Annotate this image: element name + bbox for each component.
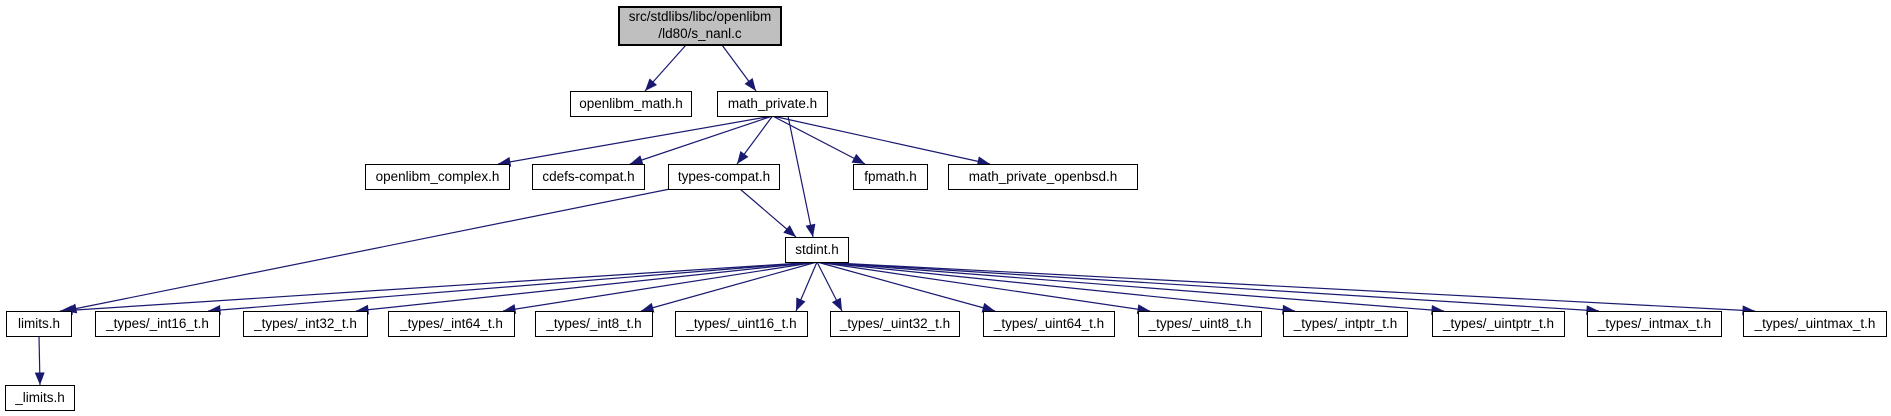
include-edge-types-compat-h-to-stdint-h bbox=[739, 188, 797, 238]
graph-node-types-int64-t-h[interactable]: _types/_int64_t.h bbox=[388, 311, 515, 337]
graph-node-fpmath-h[interactable]: fpmath.h bbox=[853, 164, 928, 190]
include-edge-stdint-h-to-types-int32-t-h bbox=[355, 261, 818, 315]
graph-node-types-int8-t-h[interactable]: _types/_int8_t.h bbox=[535, 311, 653, 337]
include-edge-stdint-h-to-limits-h bbox=[59, 261, 818, 316]
include-edge-stdint-h-to-types-uint64-t-h bbox=[816, 261, 996, 313]
include-edge-stdint-h-to-types-uintptr-t-h bbox=[816, 261, 1445, 316]
graph-node-types-uint8-t-h[interactable]: _types/_uint8_t.h bbox=[1138, 311, 1262, 337]
graph-node-openlibm-math-h[interactable]: openlibm_math.h bbox=[570, 91, 692, 117]
include-edge-stdint-h-to-types-int16-t-h bbox=[207, 261, 818, 315]
include-edge-math-private-h-to-openlibm-complex-h bbox=[497, 115, 773, 167]
graph-node-types-uintmax-t-h[interactable]: _types/_uintmax_t.h bbox=[1743, 311, 1887, 337]
include-edge-math-private-h-to-cdefs-compat-h bbox=[629, 115, 773, 165]
include-edge-stdint-h-to-types-int64-t-h bbox=[502, 261, 818, 315]
graph-node-types-uint32-t-h[interactable]: _types/_uint32_t.h bbox=[830, 311, 960, 337]
graph-node-types-intptr-t-h[interactable]: _types/_intptr_t.h bbox=[1283, 311, 1408, 337]
graph-node-limits2-h[interactable]: _limits.h bbox=[5, 385, 75, 411]
include-edge-math-private-h-to-math-private-openbsd-h bbox=[772, 115, 991, 167]
include-edge-s-nanl-c-to-math-private-h bbox=[721, 44, 757, 92]
include-edge-stdint-h-to-types-uint32-t-h bbox=[816, 261, 843, 312]
include-edge-stdint-h-to-types-uintmax-t-h bbox=[816, 261, 1756, 316]
include-edge-math-private-h-to-stdint-h bbox=[787, 115, 816, 238]
graph-node-math-private-openbsd-h[interactable]: math_private_openbsd.h bbox=[948, 164, 1138, 190]
include-edge-stdint-h-to-types-uint16-t-h bbox=[795, 261, 818, 312]
graph-node-types-int16-t-h[interactable]: _types/_int16_t.h bbox=[95, 311, 220, 337]
include-edge-stdint-h-to-types-intmax-t-h bbox=[816, 261, 1600, 316]
graph-node-cdefs-compat-h[interactable]: cdefs-compat.h bbox=[532, 164, 645, 190]
include-edge-limits-h-to-limits2-h bbox=[34, 335, 45, 386]
graph-node-types-compat-h[interactable]: types-compat.h bbox=[668, 164, 780, 190]
graph-node-types-uint16-t-h[interactable]: _types/_uint16_t.h bbox=[675, 311, 808, 337]
graph-node-types-uintptr-t-h[interactable]: _types/_uintptr_t.h bbox=[1432, 311, 1565, 337]
graph-node-stdint-h[interactable]: stdint.h bbox=[785, 237, 849, 263]
graph-node-types-int32-t-h[interactable]: _types/_int32_t.h bbox=[243, 311, 368, 337]
graph-node-math-private-h[interactable]: math_private.h bbox=[717, 91, 828, 117]
include-edge-stdint-h-to-types-intptr-t-h bbox=[816, 261, 1296, 315]
graph-node-s-nanl-c: src/stdlibs/libc/openlibm /ld80/s_nanl.c bbox=[618, 6, 782, 46]
include-edge-stdint-h-to-types-uint8-t-h bbox=[816, 261, 1151, 315]
include-edge-types-compat-h-to-limits-h bbox=[63, 188, 671, 314]
graph-node-openlibm-complex-h[interactable]: openlibm_complex.h bbox=[365, 164, 510, 190]
include-edge-s-nanl-c-to-openlibm-math-h bbox=[644, 44, 687, 92]
graph-node-types-uint64-t-h[interactable]: _types/_uint64_t.h bbox=[983, 311, 1115, 337]
graph-node-limits-h[interactable]: limits.h bbox=[6, 311, 72, 337]
include-edge-stdint-h-to-types-int8-t-h bbox=[640, 261, 818, 313]
graph-node-types-intmax-t-h[interactable]: _types/_intmax_t.h bbox=[1587, 311, 1722, 337]
include-edge-math-private-h-to-types-compat-h bbox=[736, 115, 773, 165]
include-edge-math-private-h-to-fpmath-h bbox=[772, 115, 866, 165]
